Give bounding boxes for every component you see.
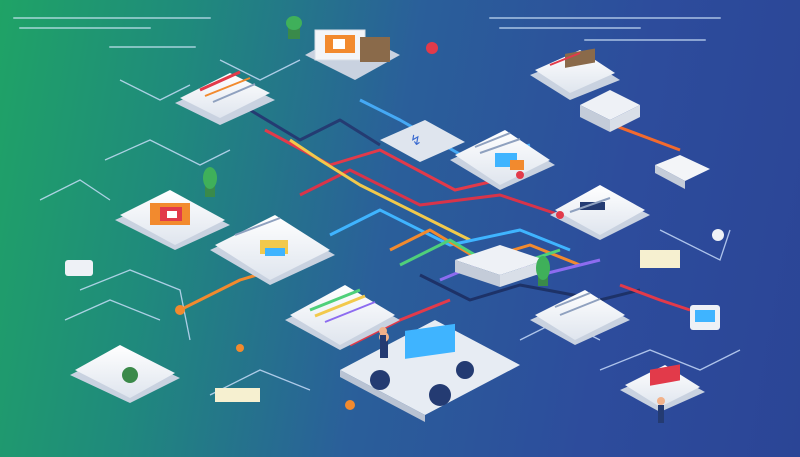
connector-yellow <box>289 138 471 242</box>
plant-icon-left <box>203 167 217 197</box>
card-far-right <box>655 155 710 189</box>
printer-card-right <box>580 90 640 132</box>
monitor-card-top-center <box>305 29 400 80</box>
doc-card-lower-right <box>530 290 630 345</box>
header-text-lines <box>13 17 721 48</box>
connector-dark-1 <box>249 108 381 147</box>
doc-card-lower-left <box>285 285 400 350</box>
thin-connectors <box>39 59 741 396</box>
connector-dark-2 <box>419 273 641 302</box>
connector-red-3 <box>619 283 691 312</box>
server-block-center <box>455 245 545 287</box>
doc-card-right-middle <box>550 185 650 240</box>
svg-text:↯: ↯ <box>410 133 422 149</box>
desk-card-bottom-left <box>70 345 180 403</box>
doc-card-top-left <box>175 70 275 125</box>
small-props <box>65 42 724 402</box>
doc-card-center-right <box>450 130 555 190</box>
device-far-right <box>690 305 720 330</box>
plant-icon-top <box>286 16 302 39</box>
doc-card-right-top <box>530 48 620 100</box>
doc-card-left <box>115 190 230 250</box>
card-lower-bottom-right <box>620 364 705 412</box>
person-figures <box>379 327 665 423</box>
network-nodes <box>175 171 564 410</box>
doc-card-center-left <box>210 215 335 285</box>
plant-icon-center <box>536 256 550 286</box>
connector-red-2 <box>299 168 561 217</box>
doc-card-center: ↯ <box>380 120 465 162</box>
connector-blue-1 <box>329 208 571 252</box>
